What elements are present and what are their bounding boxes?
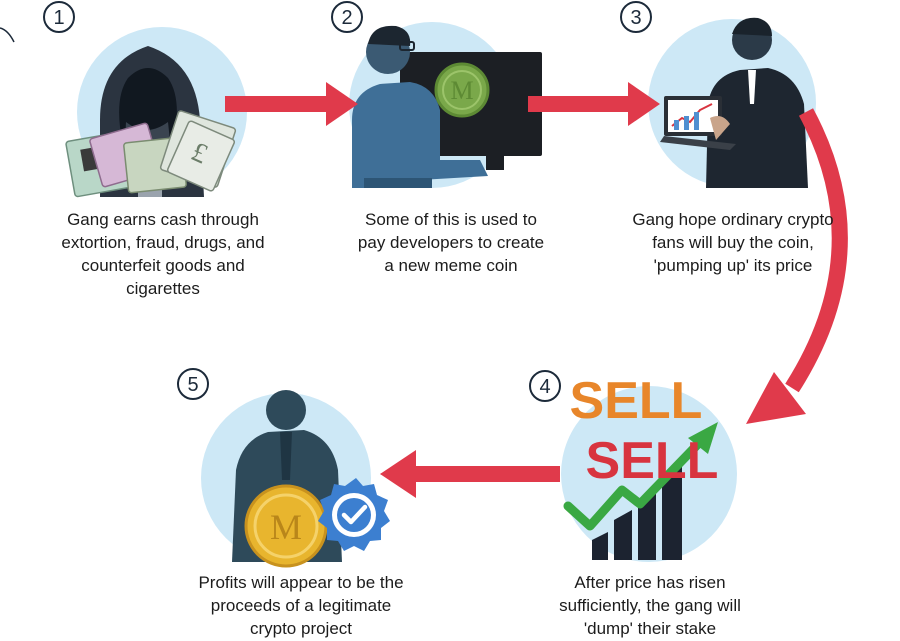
businessman-laptop-icon — [660, 17, 808, 188]
step-2-caption: Some of this is used to pay developers t… — [357, 210, 545, 275]
step-2-illustration: M — [349, 22, 542, 188]
step-5-number: 5 — [187, 374, 198, 396]
step-1-number: 1 — [53, 7, 64, 29]
step-3-caption: Gang hope ordinary crypto fans will buy … — [632, 210, 834, 275]
step-2-badge: 2 — [331, 1, 363, 33]
gold-coin-letter: M — [270, 507, 302, 547]
step-1-number-circle — [43, 1, 75, 33]
arrow-4-to-5 — [380, 450, 560, 498]
step-3-number-circle — [620, 1, 652, 33]
step-5-badge: 5 — [177, 368, 209, 400]
sell-sign-icon: SELL SELL — [570, 372, 719, 490]
arrow-3-to-4 — [746, 108, 848, 424]
banknotes-icon: £ — [65, 110, 237, 198]
sell-text-top: SELL — [570, 372, 703, 430]
step-4-circle — [561, 386, 737, 562]
step-4-caption: After price has risen sufficiently, the … — [559, 573, 741, 638]
developer-at-monitor-icon — [352, 25, 542, 188]
arrow-2-to-3 — [528, 82, 660, 126]
step-4-illustration: SELL SELL — [561, 372, 737, 562]
sell-text-bottom: SELL — [586, 432, 719, 490]
step-4-number: 4 — [539, 376, 550, 398]
step-3-number: 3 — [630, 7, 641, 29]
verified-badge-icon — [318, 478, 390, 551]
meme-coin-icon: M — [434, 62, 490, 118]
step-5-number-circle — [177, 368, 209, 400]
edge-fragment — [0, 27, 15, 43]
step-4-badge: 4 — [529, 370, 561, 402]
step-5-illustration: M — [201, 390, 390, 568]
arrow-1-to-2 — [225, 82, 358, 126]
step-2-number-circle — [331, 1, 363, 33]
meme-coin-letter: M — [450, 76, 473, 105]
step-1-caption: Gang earns cash through extortion, fraud… — [61, 210, 265, 298]
step-5-caption: Profits will appear to be the proceeds o… — [198, 573, 404, 638]
gold-coin-icon: M — [244, 484, 328, 568]
step-2-number: 2 — [341, 7, 352, 29]
step-4-number-circle — [529, 370, 561, 402]
step-1-badge: 1 — [43, 1, 75, 33]
rising-chart-icon — [563, 422, 718, 560]
step-3-badge: 3 — [620, 1, 652, 33]
step-1-illustration: £ — [65, 27, 247, 198]
step-3-illustration — [648, 17, 816, 188]
